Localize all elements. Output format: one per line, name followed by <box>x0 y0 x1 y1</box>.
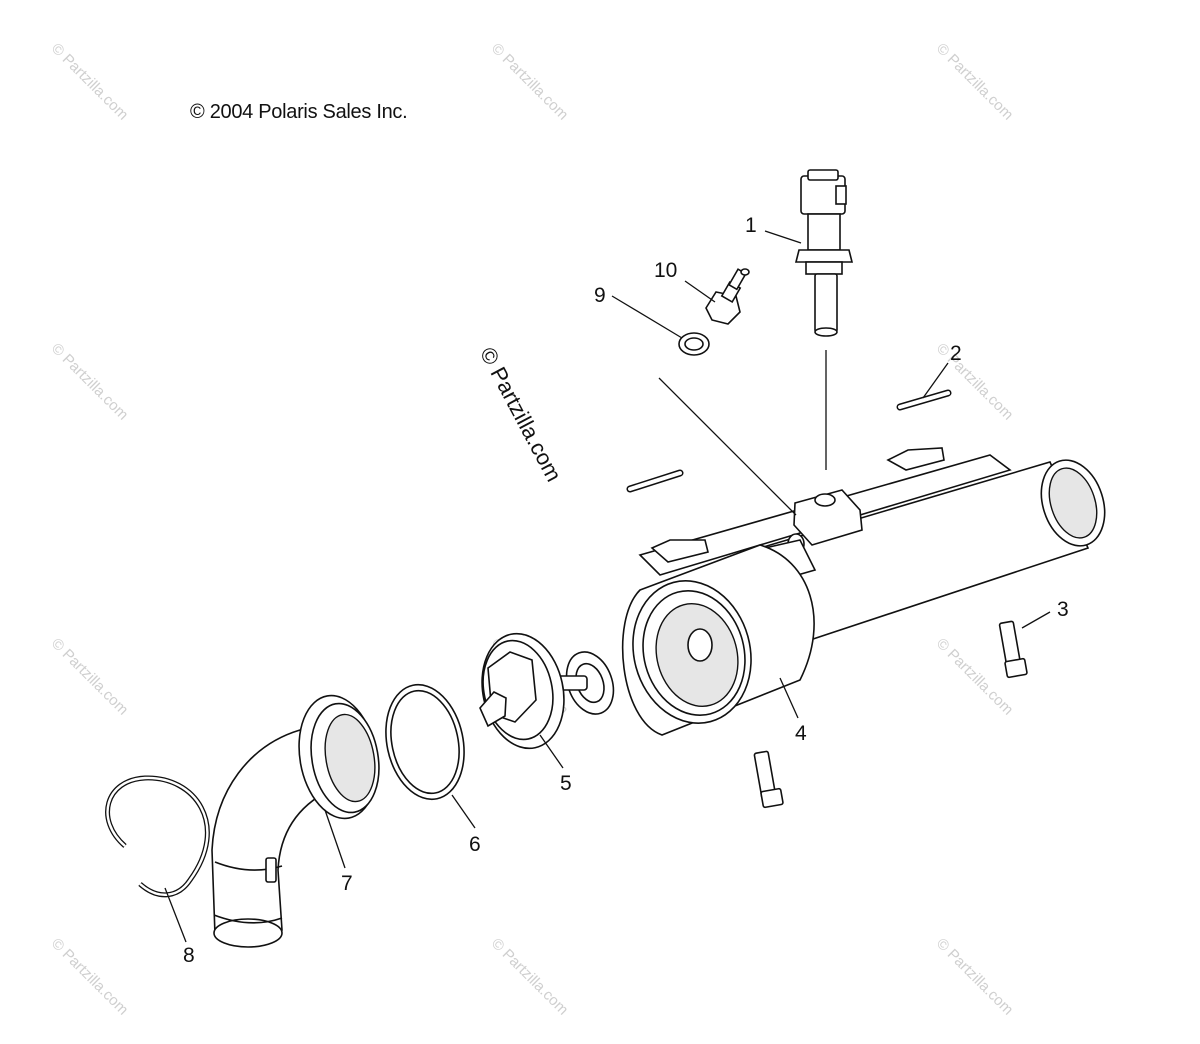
callout-2: 2 <box>950 342 962 365</box>
callout-7: 7 <box>341 872 353 895</box>
part-3-bolt <box>998 620 1028 679</box>
callout-9: 9 <box>594 284 606 307</box>
part-2-pin <box>896 389 952 411</box>
callout-5: 5 <box>560 772 572 795</box>
part-5-thermostat <box>479 632 615 750</box>
callout-1: 1 <box>745 214 757 237</box>
callout-4: 4 <box>795 722 807 745</box>
callout-8: 8 <box>183 944 195 967</box>
callout-10: 10 <box>654 259 678 282</box>
part-10-fitting <box>705 268 750 325</box>
part-1-temperature-sensor <box>794 169 854 337</box>
part-8-circlip <box>105 775 210 898</box>
leader-lines <box>164 230 1051 943</box>
part-4-thermostat-housing <box>621 447 1106 736</box>
part-9-o-ring <box>678 332 710 356</box>
callout-6: 6 <box>469 833 481 856</box>
copyright-notice: © 2004 Polaris Sales Inc. <box>190 101 408 123</box>
callout-3: 3 <box>1057 598 1069 621</box>
part-7-elbow <box>211 694 380 948</box>
part-6-gasket <box>385 683 465 801</box>
part-3-bolt-second <box>753 750 784 809</box>
part-2-pin-second <box>626 469 684 493</box>
